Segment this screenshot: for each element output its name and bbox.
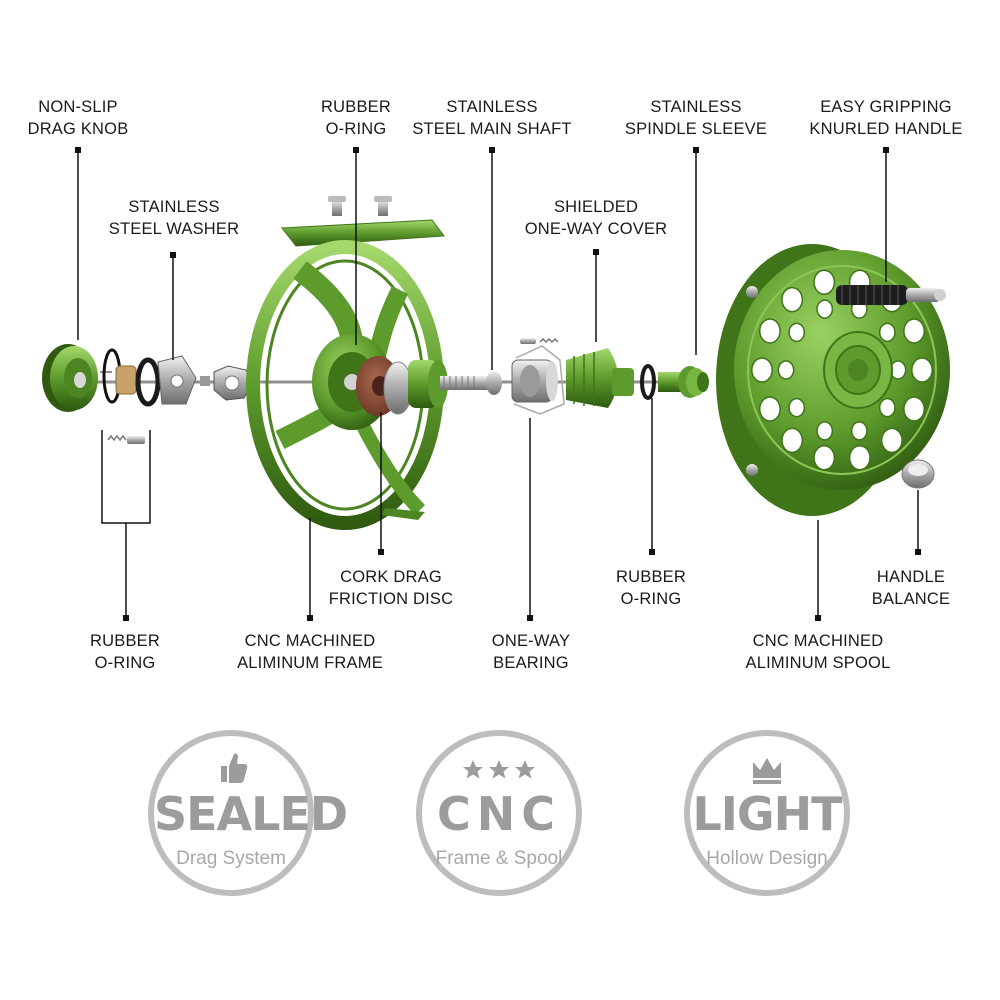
leader-endpoints	[75, 147, 921, 621]
spool-hole	[781, 427, 804, 454]
badge-light: LIGHT Hollow Design	[684, 730, 850, 896]
main-shaft-part	[440, 371, 502, 395]
label-rubber-o-ring-right: RUBBER O-RING	[596, 566, 706, 610]
label-shielded-one-way-cover: SHIELDED ONE-WAY COVER	[516, 196, 676, 240]
badge-title: SEALED	[154, 787, 348, 841]
spool-hole	[911, 357, 933, 383]
badge-cnc: CNC Frame & Spool	[416, 730, 582, 896]
label-line: BALANCE	[871, 590, 951, 608]
label-line: STAINLESS	[128, 198, 220, 216]
label-line: ALIMINUM FRAME	[237, 654, 383, 672]
spool-hole	[816, 299, 834, 319]
badge-subtitle: Frame & Spool	[435, 848, 563, 869]
badge-title: LIGHT	[692, 787, 842, 841]
spring-small	[200, 376, 210, 386]
bearing-spring-part	[520, 337, 559, 344]
label-line: SHIELDED	[553, 198, 639, 216]
frame-hub-part	[408, 360, 448, 408]
spool-hole	[788, 322, 806, 343]
spool-hole	[758, 396, 781, 422]
label-line: O-RING	[620, 590, 682, 608]
spool-hole	[813, 444, 836, 471]
label-rubber-o-ring-left: RUBBER O-RING	[70, 630, 180, 674]
label-rubber-o-ring-top: RUBBER O-RING	[296, 96, 416, 140]
badge-subtitle: Drag System	[176, 848, 286, 869]
knurled-handle-part	[836, 285, 946, 305]
rubber-o-ring-part	[135, 357, 161, 407]
spool-hole	[777, 360, 795, 380]
handle-balance-part	[901, 459, 935, 489]
label-line: RUBBER	[321, 98, 391, 116]
thumbs-up-icon	[154, 750, 308, 786]
label-cnc-machined-aluminum-frame: CNC MACHINED ALIMINUM FRAME	[230, 630, 390, 674]
label-line: SPINDLE SLEEVE	[624, 120, 768, 138]
spindle-sleeve-part	[658, 366, 709, 398]
label-line: EASY GRIPPING	[820, 98, 952, 116]
badge-title: CNC	[436, 787, 561, 841]
aluminum-spool-part	[716, 244, 950, 516]
spool-hole	[903, 396, 926, 422]
label-easy-gripping-knurled-handle: EASY GRIPPING KNURLED HANDLE	[800, 96, 972, 140]
label-cork-drag-friction-disc: CORK DRAG FRICTION DISC	[326, 566, 456, 610]
spool-hole	[878, 397, 896, 418]
spool-hole	[878, 322, 896, 343]
spool-hole	[850, 421, 868, 441]
label-line: STAINLESS	[650, 98, 742, 116]
label-line: STEEL WASHER	[108, 220, 240, 238]
label-line: ALIMINUM SPOOL	[745, 654, 891, 672]
label-line: ONE-WAY COVER	[524, 220, 668, 238]
label-line: O-RING	[325, 120, 387, 138]
label-line: RUBBER	[616, 568, 686, 586]
label-non-slip-drag-knob: NON-SLIP DRAG KNOB	[18, 96, 138, 140]
label-line: CORK DRAG	[340, 568, 442, 586]
drag-knob-part	[42, 344, 112, 412]
small-spring-part	[107, 434, 145, 444]
spool-hole	[813, 269, 836, 296]
label-line: RUBBER	[90, 632, 160, 650]
one-way-bearing-part	[511, 345, 565, 415]
leader-lines	[77, 150, 919, 618]
brass-bushing-part	[115, 365, 137, 395]
spool-hole	[781, 286, 804, 313]
spool-hole	[788, 397, 806, 418]
badge-subtitle: Hollow Design	[706, 848, 828, 869]
label-handle-balance: HANDLE BALANCE	[856, 566, 966, 610]
crown-icon	[690, 750, 844, 786]
spool-hole	[816, 421, 834, 441]
label-line: NON-SLIP	[38, 98, 118, 116]
spool-hole	[758, 318, 781, 344]
hex-nut-part	[213, 365, 253, 401]
label-line: FRICTION DISC	[328, 590, 454, 608]
label-cnc-machined-aluminum-spool: CNC MACHINED ALIMINUM SPOOL	[738, 630, 898, 674]
label-line: STAINLESS	[446, 98, 538, 116]
steel-washer-part	[157, 355, 197, 405]
label-line: KNURLED HANDLE	[809, 120, 963, 138]
spacer-disc-part	[383, 361, 413, 415]
label-line: ONE-WAY	[491, 632, 571, 650]
label-line: STEEL MAIN SHAFT	[412, 120, 572, 138]
label-line: CNC MACHINED	[752, 632, 884, 650]
o-ring-right-part	[640, 364, 656, 400]
label-one-way-bearing: ONE-WAY BEARING	[476, 630, 586, 674]
label-stainless-steel-main-shaft: STAINLESS STEEL MAIN SHAFT	[412, 96, 572, 140]
label-line: BEARING	[493, 654, 569, 672]
aluminum-frame-part	[246, 196, 445, 530]
badge-sealed: SEALED Drag System	[148, 730, 348, 896]
one-way-cover-part	[566, 348, 634, 408]
spool-hole	[751, 357, 773, 383]
label-stainless-steel-washer: STAINLESS STEEL WASHER	[104, 196, 244, 240]
label-line: DRAG KNOB	[27, 120, 129, 138]
three-stars-icon	[422, 750, 576, 786]
label-line: O-RING	[94, 654, 156, 672]
label-stainless-spindle-sleeve: STAINLESS SPINDLE SLEEVE	[616, 96, 776, 140]
spool-hole	[903, 318, 926, 344]
spool-hole	[880, 427, 903, 454]
label-line: CNC MACHINED	[244, 632, 376, 650]
label-line: HANDLE	[876, 568, 946, 586]
spool-hole	[848, 444, 871, 471]
